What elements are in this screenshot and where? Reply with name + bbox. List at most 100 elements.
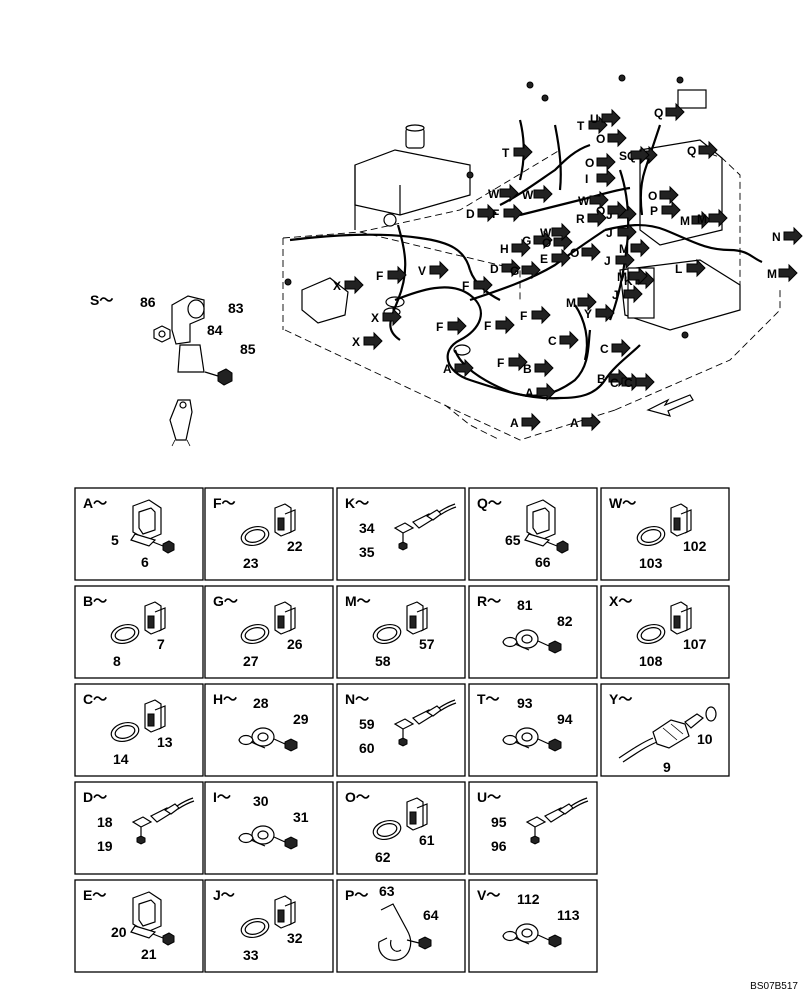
callout-letter: M — [767, 267, 777, 281]
part-number: 10 — [697, 731, 713, 747]
part-number: 32 — [287, 930, 303, 946]
part-number: 22 — [287, 538, 303, 554]
callout-f: F — [484, 315, 515, 335]
part-number: 28 — [253, 695, 269, 711]
callout-x: X — [352, 331, 383, 351]
part-number: 63 — [379, 883, 395, 899]
callout-w: W — [578, 190, 609, 210]
callout-b: B — [523, 358, 554, 378]
callout-u: U — [590, 108, 621, 128]
part-number: 113 — [557, 907, 580, 923]
callout-d: D — [466, 203, 497, 223]
panel-title: M～ — [345, 593, 371, 609]
part-number: 31 — [293, 809, 309, 825]
part-number: 6 — [141, 554, 149, 570]
panel-title: X～ — [609, 593, 632, 609]
panel-title: Q～ — [477, 495, 502, 511]
panel-title: A～ — [83, 495, 107, 511]
callout-h: H — [500, 238, 531, 258]
callout-j: J — [604, 250, 635, 270]
callout-p: P — [650, 200, 681, 220]
detail-s-title: S～ — [90, 292, 113, 308]
part-number: 65 — [505, 532, 521, 548]
callout-g: G — [522, 230, 553, 250]
part-number: 112 — [517, 891, 540, 907]
callout-x: X — [371, 307, 402, 327]
callout-letter: C — [548, 334, 557, 348]
panel-title: F～ — [213, 495, 236, 511]
panel-title: W～ — [609, 495, 636, 511]
callout-y: Y — [584, 303, 615, 323]
panel-frame — [204, 683, 334, 777]
callout-letter: A — [570, 416, 579, 430]
part-number: 59 — [359, 716, 375, 732]
detail-panel-b: B～78 — [74, 585, 204, 679]
part-number: 30 — [253, 793, 269, 809]
callout-m: M — [697, 208, 728, 228]
panel-title: N～ — [345, 691, 369, 707]
panel-frame — [336, 487, 466, 581]
callout-letter: B — [597, 372, 606, 386]
part-number: 23 — [243, 555, 259, 571]
callout-letter: F — [376, 269, 383, 283]
callout-r: R — [576, 208, 607, 228]
callout-letter: Q — [654, 106, 663, 120]
callout-letter: G — [522, 234, 531, 248]
part-number: 21 — [141, 946, 157, 962]
callout-c: C — [600, 338, 631, 358]
part-number: 33 — [243, 947, 259, 963]
callout-letter: A — [443, 362, 452, 376]
callout-letter: E — [540, 252, 548, 266]
callout-w: W — [488, 183, 519, 203]
callout-q: Q — [687, 140, 718, 160]
callout-letter: R — [576, 212, 585, 226]
callout-letter: A — [525, 386, 534, 400]
callout-j: J — [612, 284, 643, 304]
callout-letter: W — [578, 194, 590, 208]
part-number: 8 — [113, 653, 121, 669]
callout-letter: O — [648, 189, 657, 203]
callout-letter: F — [492, 207, 499, 221]
callout-letter: O — [570, 246, 579, 260]
part-number: 19 — [97, 838, 113, 854]
part-number: 35 — [359, 544, 375, 560]
callout-letter: C — [600, 342, 609, 356]
part-number: 14 — [113, 751, 129, 767]
callout-m: M — [617, 266, 648, 286]
part-number: 18 — [97, 814, 113, 830]
panel-title: U～ — [477, 789, 501, 805]
detail-panel-f: F～ 22 23 — [204, 487, 334, 581]
s-part-86: 86 — [140, 294, 156, 310]
part-number: 93 — [517, 695, 533, 711]
callout-letter: I — [585, 172, 588, 186]
detail-panel-a: A～56 — [74, 487, 204, 581]
callout-letter: D — [466, 207, 475, 221]
part-number: 95 — [491, 814, 507, 830]
callout-o: O — [596, 200, 627, 220]
callout-o: O — [570, 242, 601, 262]
part-number: 102 — [683, 538, 707, 554]
callout-letter: M — [680, 214, 690, 228]
part-number: 96 — [491, 838, 507, 854]
callout-o: O — [648, 185, 679, 205]
callout-c: C — [548, 330, 579, 350]
callout-letter: K — [624, 274, 633, 288]
callout-f: F — [376, 265, 407, 285]
callout-letter: T — [577, 119, 585, 133]
s-part-85: 85 — [240, 341, 256, 357]
callout-a: A — [443, 358, 474, 378]
callout-letter: F — [497, 356, 504, 370]
callout-e: E — [540, 248, 571, 268]
